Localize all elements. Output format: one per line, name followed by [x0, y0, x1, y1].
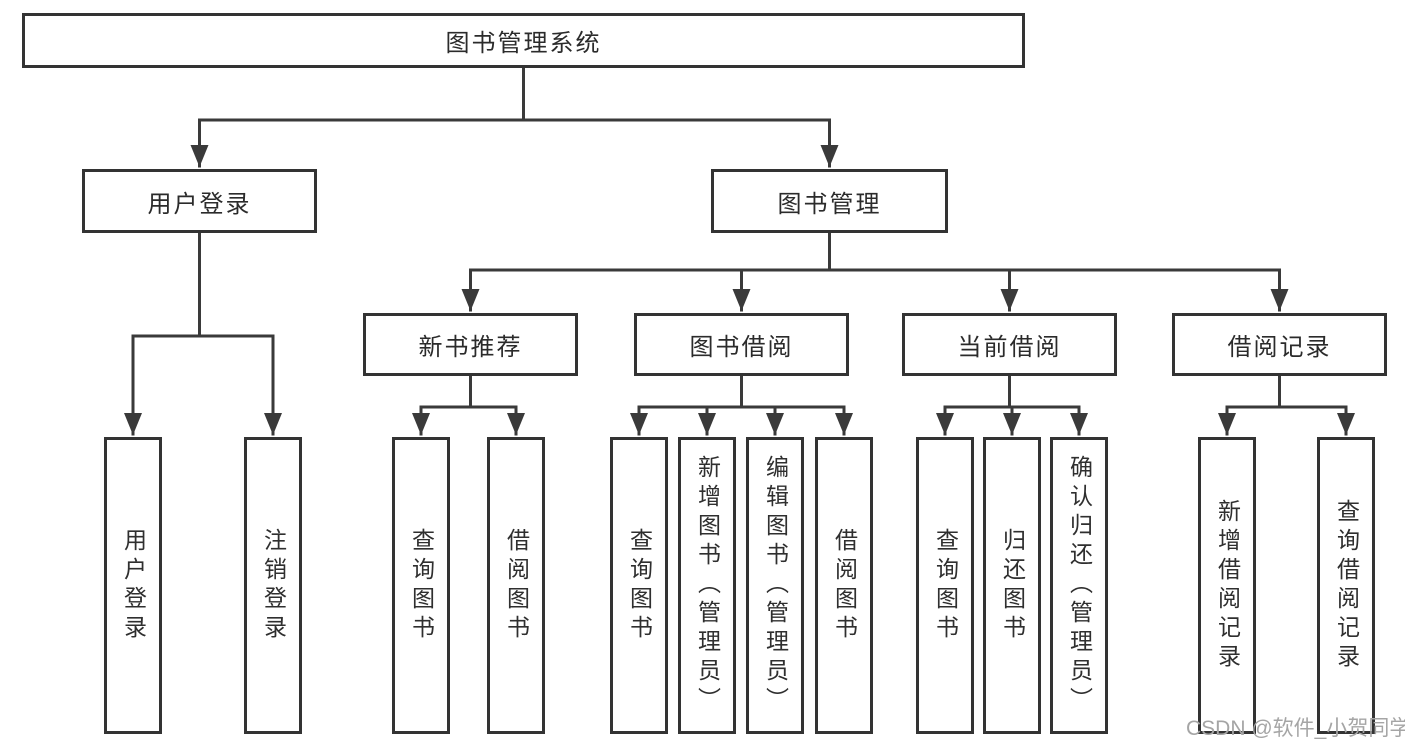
leaf-cb-return-books-label: 归还图书 [999, 527, 1026, 644]
leaf-bb-add-books-label: 新增图书（管理员） [694, 455, 721, 716]
watermark: CSDN @软件_小贺同学 [1186, 717, 1405, 740]
leaf-cb-confirm-return-label: 确认归还（管理员） [1066, 455, 1093, 716]
node-borrow-records-label: 借阅记录 [1227, 334, 1332, 361]
leaf-bb-query-books-label: 查询图书 [626, 527, 653, 644]
leaf-cb-query-books: 查询图书 [916, 437, 974, 734]
node-new-book-recommend: 新书推荐 [363, 313, 578, 376]
leaf-br-add-record: 新增借阅记录 [1198, 437, 1256, 734]
leaf-bb-borrow-books: 借阅图书 [815, 437, 873, 734]
leaf-logout: 注销登录 [244, 437, 302, 734]
leaf-nb-query-books-label: 查询图书 [408, 527, 435, 644]
leaf-cb-return-books: 归还图书 [983, 437, 1041, 734]
leaf-br-query-record-label: 查询借阅记录 [1333, 498, 1360, 673]
node-borrow-records: 借阅记录 [1172, 313, 1387, 376]
leaf-bb-edit-books: 编辑图书（管理员） [746, 437, 804, 734]
leaf-nb-query-books: 查询图书 [392, 437, 450, 734]
node-current-borrow: 当前借阅 [902, 313, 1117, 376]
node-root: 图书管理系统 [22, 13, 1025, 68]
node-book-management-label: 图书管理 [777, 190, 882, 218]
node-user-login: 用户登录 [82, 169, 317, 233]
leaf-user-login-label: 用户登录 [120, 527, 147, 644]
leaf-cb-query-books-label: 查询图书 [932, 527, 959, 644]
leaf-bb-edit-books-label: 编辑图书（管理员） [762, 455, 789, 716]
leaf-nb-borrow-books: 借阅图书 [487, 437, 545, 734]
leaf-cb-confirm-return: 确认归还（管理员） [1050, 437, 1108, 734]
node-book-management: 图书管理 [711, 169, 948, 233]
leaf-br-query-record: 查询借阅记录 [1317, 437, 1375, 734]
leaf-user-login: 用户登录 [104, 437, 162, 734]
leaf-nb-borrow-books-label: 借阅图书 [503, 527, 530, 644]
leaf-bb-add-books: 新增图书（管理员） [678, 437, 736, 734]
leaf-bb-query-books: 查询图书 [610, 437, 668, 734]
node-book-borrow: 图书借阅 [634, 313, 849, 376]
node-user-login-label: 用户登录 [147, 190, 252, 218]
node-new-book-recommend-label: 新书推荐 [418, 334, 523, 361]
node-root-label: 图书管理系统 [445, 30, 602, 57]
leaf-logout-label: 注销登录 [260, 527, 287, 644]
leaf-br-add-record-label: 新增借阅记录 [1214, 498, 1241, 673]
leaf-bb-borrow-books-label: 借阅图书 [831, 527, 858, 644]
node-current-borrow-label: 当前借阅 [957, 334, 1062, 361]
node-book-borrow-label: 图书借阅 [689, 334, 794, 361]
